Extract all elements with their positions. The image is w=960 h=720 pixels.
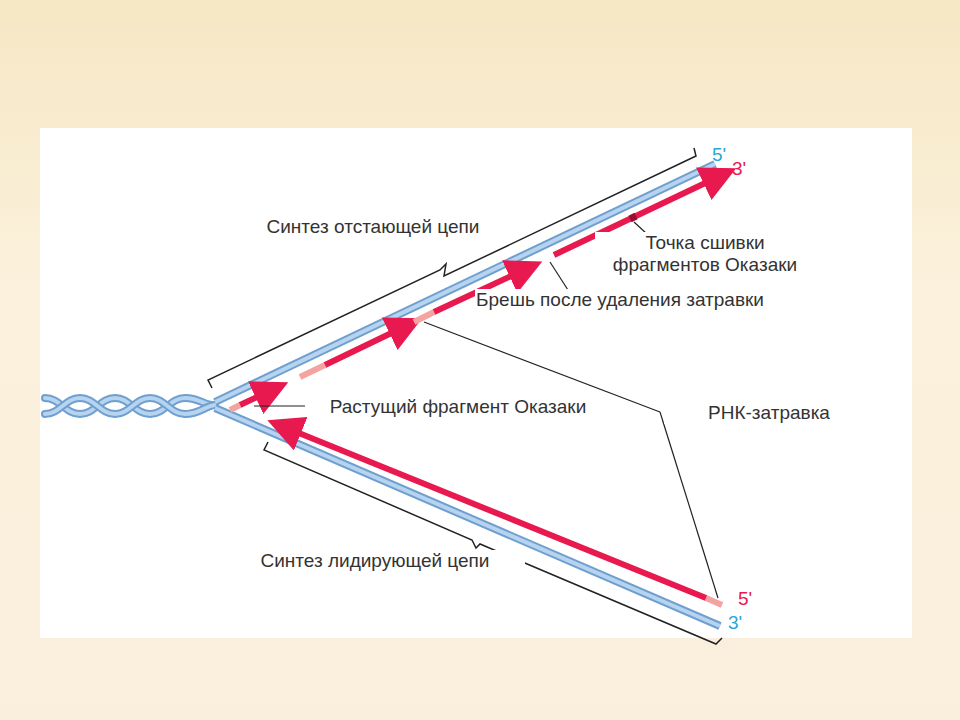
- callout-label: Точка сшивки фрагментов Оказаки: [595, 232, 815, 276]
- section-label: Синтез отстающей цепи: [228, 216, 518, 238]
- callout-label: Брешь после удаления затравки: [475, 289, 765, 311]
- callout-label: Растущий фрагмент Оказаки: [308, 396, 608, 418]
- callout-label: РНК-затравка: [664, 402, 874, 424]
- section-label: Синтез лидирующей цепи: [225, 550, 525, 572]
- end-label: 5': [738, 588, 768, 610]
- end-label: 3': [732, 158, 762, 180]
- end-label: 3': [728, 612, 758, 634]
